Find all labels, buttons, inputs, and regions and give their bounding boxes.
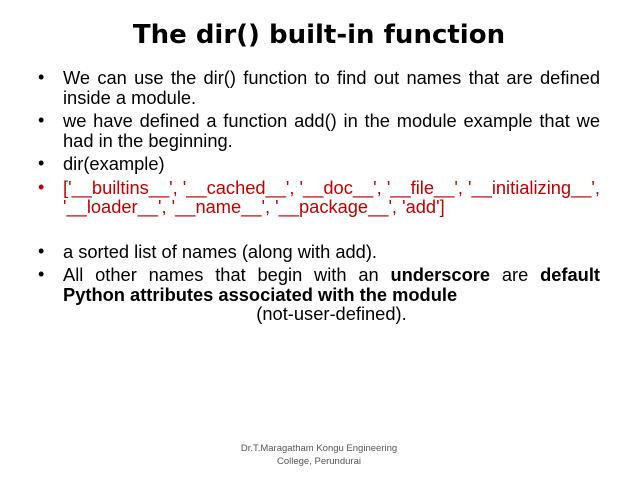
bullet-item: • We can use the dir() function to find … [38,67,600,108]
bullet-text-part: (not-user-defined). [256,303,407,324]
bullet-text: a sorted list of names (along with add). [63,240,377,262]
bullet-item: • a sorted list of names (along with add… [38,240,600,262]
footer-line: College, Perundurai [277,456,361,467]
bullet-item-highlighted: • ['__builtins__', '__cached__', '__doc_… [38,176,600,217]
bullet-text-bold: underscore [390,264,491,285]
bullet-text: we have defined a function add() in the … [63,110,600,151]
bullet-dot-icon: • [38,264,45,284]
slide-title: The dir() built-in function [132,20,506,50]
bullet-dot-icon: • [38,67,45,87]
bullet-list: • We can use the dir() function to find … [38,67,600,324]
bullet-dot-icon: • [38,110,45,130]
bullet-text-part: are [490,264,541,285]
bullet-text: dir(example) [63,153,165,174]
bullet-text: ['__builtins__', '__cached__', '__doc__'… [63,176,600,217]
footer: Dr.T.Maragatham Kongu Engineering Colleg… [219,442,419,468]
bullet-item: • All other names that begin with an und… [38,264,600,324]
bullet-text: We can use the dir() function to find ou… [63,67,600,108]
bullet-dot-icon: • [38,153,45,173]
bullet-item: • dir(example) [38,153,600,174]
bullet-dot-icon: • [38,240,45,261]
bullet-text-bold: default Python attributes associated wit… [63,264,600,305]
bullet-dot-icon: • [38,176,45,197]
bullet-text-part: All other names that begin with an [63,264,391,285]
footer-line: Dr.T.Maragatham Kongu Engineering [240,443,398,454]
bullet-item: • we have defined a function add() in th… [38,110,600,151]
